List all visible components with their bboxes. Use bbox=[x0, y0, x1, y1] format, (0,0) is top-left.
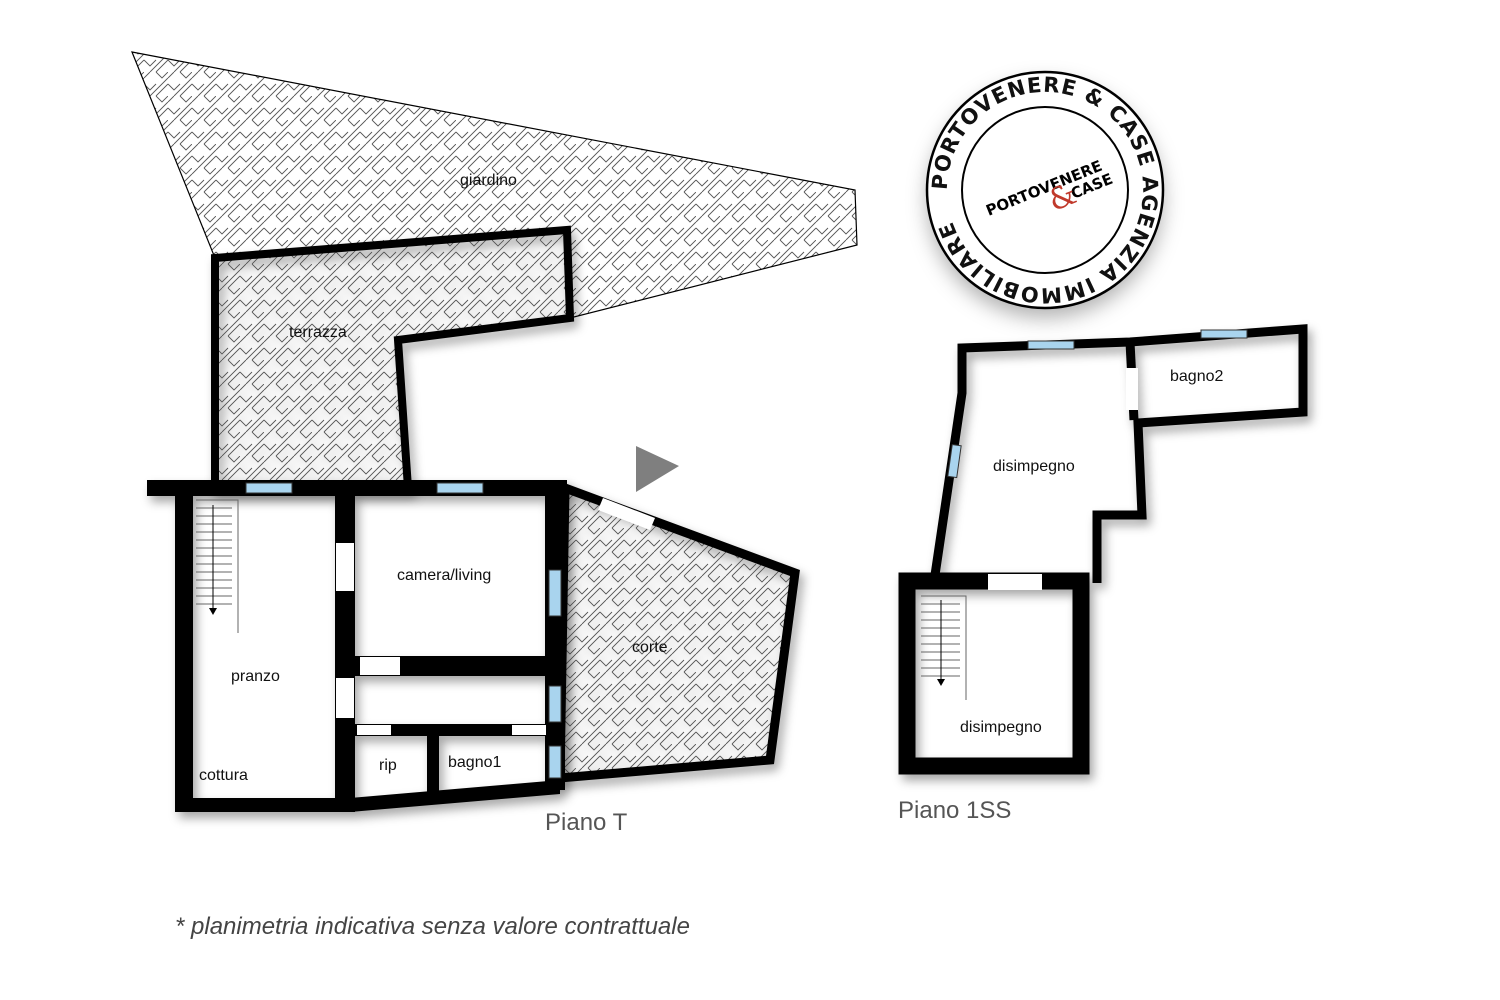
room-label-disimpegno-lower: disimpegno bbox=[960, 719, 1042, 736]
room-label-disimpegno-upper: disimpegno bbox=[993, 458, 1075, 475]
disclaimer-note: * planimetria indicativa senza valore co… bbox=[175, 913, 690, 940]
basement-doors bbox=[988, 368, 1138, 590]
ground-floor-plan: giardino terrazza camera/living corte pr… bbox=[131, 51, 858, 836]
corte-area bbox=[555, 481, 800, 783]
room-label-bagno1: bagno1 bbox=[448, 754, 501, 771]
room-label-camera-living: camera/living bbox=[397, 567, 491, 584]
terrazza-area bbox=[211, 225, 575, 492]
room-label-pranzo: pranzo bbox=[231, 668, 280, 685]
room-label-giardino: giardino bbox=[460, 172, 517, 189]
room-label-terrazza: terrazza bbox=[289, 324, 347, 341]
floor-label-piano-1ss: Piano 1SS bbox=[898, 797, 1011, 824]
ground-doors bbox=[336, 498, 655, 735]
room-label-cottura: cottura bbox=[199, 767, 248, 784]
room-label-rip: rip bbox=[379, 757, 397, 774]
basement-walls bbox=[898, 324, 1308, 775]
agency-seal: PORTOVENERE & CASE AGENZIA IMMOBILIARE P… bbox=[925, 70, 1165, 310]
ground-windows bbox=[245, 482, 562, 779]
ground-walls bbox=[147, 480, 567, 812]
basement-floor-plan: bagno2 disimpegno disimpegno Piano 1SS bbox=[898, 324, 1308, 824]
stairs-ground bbox=[196, 499, 239, 633]
basement-windows bbox=[947, 329, 1248, 479]
stairs-basement bbox=[921, 595, 967, 700]
room-label-bagno2: bagno2 bbox=[1170, 368, 1223, 385]
floor-label-piano-t: Piano T bbox=[545, 809, 628, 836]
room-label-corte: corte bbox=[632, 639, 668, 656]
north-arrow-icon bbox=[636, 446, 679, 492]
